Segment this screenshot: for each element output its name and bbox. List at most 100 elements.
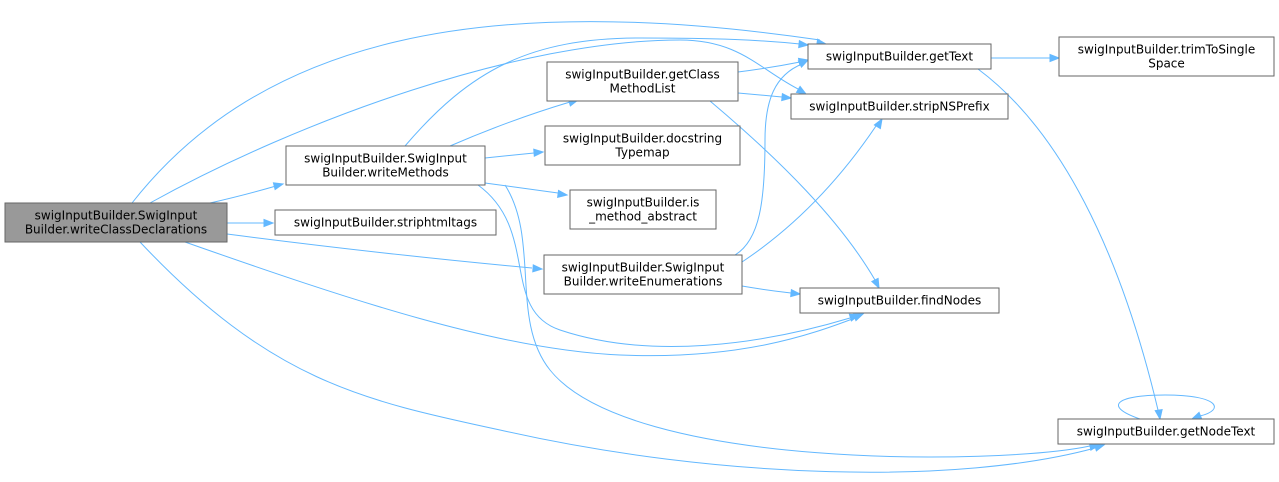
node-box: [799, 287, 1000, 314]
edge-getClassMethodList-to-getText: [737, 57, 810, 73]
node-label-line: Typemap: [614, 146, 669, 160]
node-label-line: swigInputBuilder.stripNSPrefix: [809, 100, 989, 114]
edge-arrowhead: [1049, 53, 1061, 63]
edge-writeEnumerations-to-getText: [734, 59, 810, 256]
edge-writeClassDeclarations-to-striphtmltags: [227, 218, 275, 228]
node-box: [807, 43, 992, 70]
edge-getText-to-trimToSingleSpace: [991, 53, 1061, 63]
edge-writeMethods-to-isMethodAbstract: [484, 182, 569, 198]
node-label-line: swigInputBuilder.trimToSingle: [1078, 43, 1255, 57]
edge-arrowhead: [557, 189, 569, 198]
node-writeEnumerations[interactable]: swigInputBuilder.SwigInputBuilder.writeE…: [543, 254, 743, 295]
node-label-line: MethodList: [610, 82, 676, 96]
node-stripNSPrefix[interactable]: swigInputBuilder.stripNSPrefix: [790, 93, 1009, 120]
edge-writeMethods-to-docstringTypemap: [484, 148, 545, 159]
edge-line: [226, 233, 533, 269]
edge-arrowhead: [798, 39, 810, 49]
edge-line: [1117, 394, 1215, 420]
edge-writeClassDeclarations-to-stripNSPrefix: [149, 39, 808, 204]
node-label-line: swigInputBuilder.striphtmltags: [294, 216, 477, 230]
node-getText[interactable]: swigInputBuilder.getText: [807, 43, 992, 70]
edge-line: [149, 39, 801, 204]
edge-arrowhead: [781, 92, 793, 102]
edge-arrowhead: [263, 218, 275, 228]
node-box: [790, 93, 1009, 120]
node-box: [274, 209, 497, 236]
node-label-line: Space: [1148, 57, 1185, 71]
node-writeClassDeclarations[interactable]: swigInputBuilder.SwigInputBuilder.writeC…: [4, 202, 228, 243]
edge-arrowhead: [1190, 411, 1203, 420]
node-box: [1058, 36, 1275, 77]
edge-writeEnumerations-to-findNodes: [741, 285, 802, 298]
edge-writeMethods-to-findNodes: [477, 184, 861, 348]
node-striphtmltags[interactable]: swigInputBuilder.striphtmltags: [274, 209, 497, 236]
edge-line: [741, 122, 879, 263]
node-box: [544, 125, 741, 166]
node-label-line: swigInputBuilder.SwigInput: [35, 209, 198, 223]
edge-arrowhead: [790, 288, 802, 298]
edge-line: [449, 101, 571, 147]
edge-line: [977, 68, 1159, 411]
node-getNodeText[interactable]: swigInputBuilder.getNodeText: [1057, 418, 1275, 445]
node-label-line: _method_abstract: [588, 210, 697, 224]
edge-line: [404, 37, 801, 147]
edge-line: [734, 63, 803, 256]
edge-line: [131, 20, 821, 204]
edge-getText-to-getNodeText: [977, 68, 1163, 421]
node-label-line: swigInputBuilder.is: [587, 196, 700, 210]
edge-arrowhead: [532, 264, 544, 273]
edge-line: [139, 241, 1096, 473]
node-findNodes[interactable]: swigInputBuilder.findNodes: [799, 287, 1000, 314]
edge-arrowhead: [795, 85, 808, 95]
edge-getClassMethodList-to-findNodes: [709, 100, 880, 290]
edge-line: [209, 185, 277, 204]
node-writeMethods[interactable]: swigInputBuilder.SwigInputBuilder.writeM…: [285, 145, 486, 186]
edge-arrowhead: [533, 148, 545, 157]
node-box: [546, 61, 739, 102]
node-label-line: swigInputBuilder.SwigInput: [562, 261, 725, 275]
edge-line: [504, 184, 1091, 458]
edge-arrowhead: [870, 277, 880, 290]
node-label-line: Builder.writeClassDeclarations: [25, 223, 207, 237]
nodes-layer: swigInputBuilder.SwigInputBuilder.writeC…: [4, 36, 1275, 445]
edge-arrowhead: [1154, 408, 1163, 421]
node-label-line: swigInputBuilder.SwigInput: [304, 152, 467, 166]
node-isMethodAbstract[interactable]: swigInputBuilder.is_method_abstract: [569, 189, 717, 230]
edge-arrowhead: [848, 313, 861, 322]
edge-line: [484, 152, 535, 159]
edge-getNodeText-to-getNodeText: [1117, 394, 1215, 420]
node-label-line: Builder.writeMethods: [322, 166, 449, 180]
edge-line: [741, 285, 792, 294]
node-box: [4, 202, 228, 243]
edge-writeClassDeclarations-to-writeMethods: [209, 182, 285, 204]
node-label-line: swigInputBuilder.getNodeText: [1077, 425, 1256, 439]
edge-writeMethods-to-getText: [404, 37, 810, 147]
edge-writeMethods-to-getNodeText: [504, 184, 1101, 458]
node-label-line: swigInputBuilder.getText: [826, 50, 974, 64]
edge-writeClassDeclarations-to-writeEnumerations: [226, 233, 544, 273]
edge-line: [484, 182, 559, 194]
edge-arrowhead: [272, 182, 285, 191]
node-label-line: swigInputBuilder.docstring: [563, 132, 722, 146]
node-box: [285, 145, 486, 186]
edge-writeEnumerations-to-stripNSPrefix: [741, 117, 883, 263]
node-label-line: swigInputBuilder.getClass: [565, 68, 720, 82]
edge-line: [737, 61, 801, 73]
edge-arrowhead: [873, 117, 883, 130]
edges-layer: [131, 20, 1215, 473]
edge-line: [709, 100, 876, 281]
node-label-line: Builder.writeEnumerations: [564, 275, 723, 289]
node-label-line: swigInputBuilder.findNodes: [818, 294, 982, 308]
edge-line: [477, 184, 851, 348]
node-box: [569, 189, 717, 230]
edge-arrowhead: [797, 59, 810, 69]
edge-line: [737, 92, 783, 98]
edge-line: [184, 241, 856, 357]
node-box: [543, 254, 743, 295]
node-box: [1057, 418, 1275, 445]
edge-getClassMethodList-to-stripNSPrefix: [737, 92, 793, 102]
